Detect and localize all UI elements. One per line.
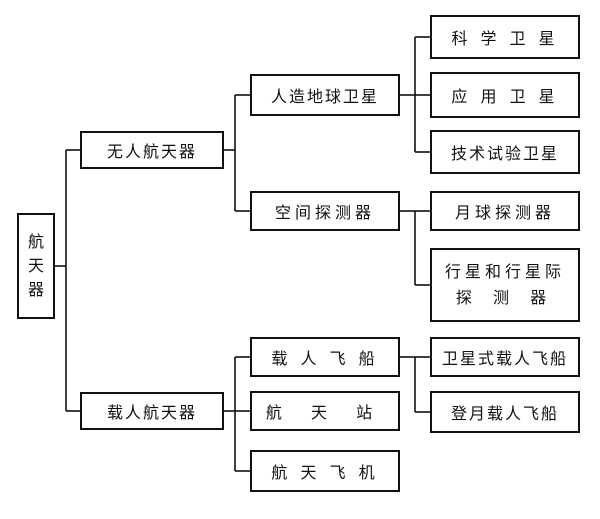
- node-space-probe: 空间探测器: [250, 191, 400, 231]
- node-space-shuttle: 航 天 飞 机: [250, 450, 400, 492]
- node-planetary-probe-line-1: 行星和行星际: [444, 262, 565, 281]
- node-root-char-3: 器: [27, 280, 44, 299]
- node-lunar-manned-spaceship: 登月载人飞船: [430, 391, 580, 433]
- node-science-satellite: 科 学 卫 星: [430, 15, 580, 59]
- node-unmanned: 无人航天器: [80, 131, 224, 169]
- node-planetary-probe-line-2: 探 测 器: [455, 288, 555, 307]
- node-planetary-probe: 行星和行星际 探 测 器: [430, 248, 580, 322]
- node-manned-spaceship: 载 人 飞 船: [250, 337, 400, 377]
- node-manned: 载人航天器: [80, 392, 224, 430]
- node-earth-satellite: 人造地球卫星: [250, 74, 400, 116]
- node-orbital-manned-spaceship: 卫星式载人飞船: [430, 337, 580, 377]
- node-root-char-2: 天: [27, 256, 44, 275]
- node-application-satellite: 应 用 卫 星: [430, 72, 580, 118]
- node-root-char-1: 航: [27, 232, 44, 251]
- node-space-station: 航 天 站: [250, 391, 400, 431]
- node-tech-test-satellite: 技术试验卫星: [430, 130, 580, 174]
- node-root: 航 天 器: [17, 213, 55, 319]
- node-lunar-probe: 月球探测器: [430, 191, 580, 231]
